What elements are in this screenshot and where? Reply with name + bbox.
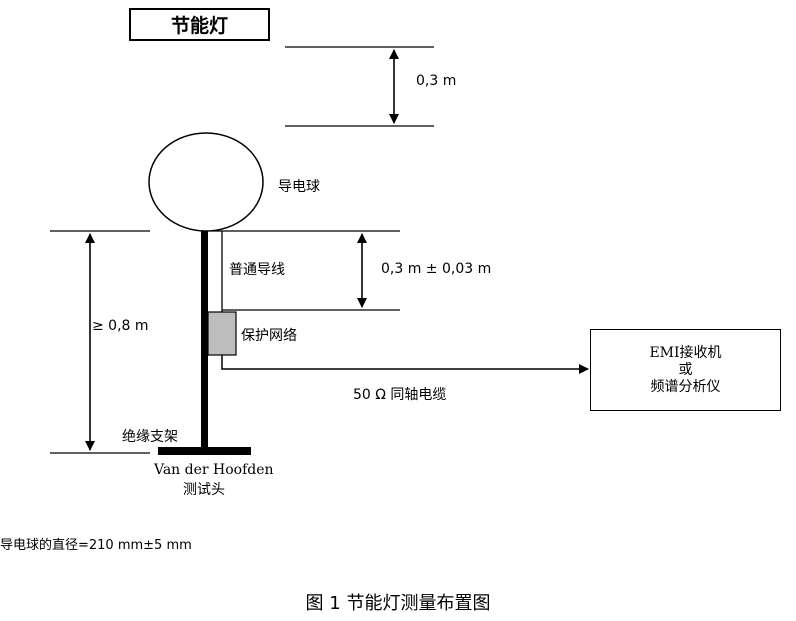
coax-cable — [221, 355, 589, 374]
probe-label-name: Van der Hoofden — [154, 462, 274, 478]
conductive-sphere — [148, 132, 264, 232]
emi-box-line1: EMI接收机 — [649, 344, 722, 361]
protection-network-box — [207, 311, 237, 356]
emi-receiver-box: EMI接收机 或 频谱分析仪 — [590, 329, 781, 411]
height-label: ≥ 0,8 m — [92, 318, 149, 334]
probe-base — [158, 447, 251, 455]
probe-label-type: 测试头 — [183, 482, 225, 498]
emi-box-line2: 或 — [678, 361, 693, 378]
distance-top-label: 0,3 m — [416, 73, 457, 89]
protection-network-label: 保护网络 — [241, 328, 297, 344]
distance-wire-label: 0,3 m ± 0,03 m — [381, 261, 492, 277]
emi-box-line3: 频谱分析仪 — [650, 378, 721, 395]
coax-cable-label: 50 Ω 同轴电缆 — [353, 387, 447, 403]
insulating-support-pole — [201, 231, 208, 451]
sphere-diameter-note: 导电球的直径=210 mm±5 mm — [0, 538, 192, 553]
cfl-title-box: 节能灯 — [129, 8, 270, 41]
sphere-label: 导电球 — [278, 179, 320, 195]
wire-label: 普通导线 — [229, 262, 285, 278]
cfl-title: 节能灯 — [170, 15, 228, 37]
insulating-support-label: 绝缘支架 — [122, 429, 178, 445]
figure-caption: 图 1 节能灯测量布置图 — [305, 593, 491, 614]
